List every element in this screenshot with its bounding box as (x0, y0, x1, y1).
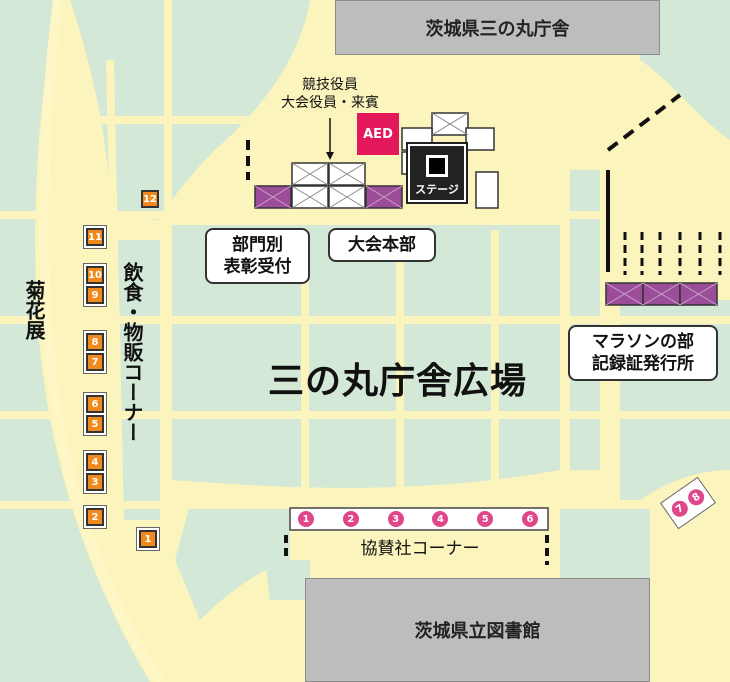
stage: ステージ (406, 142, 468, 204)
food-booth-2: 2 (86, 508, 104, 526)
stage-icon (426, 155, 448, 177)
callout-marathon-records: マラソンの部 記録証発行所 (568, 325, 718, 381)
food-booth-group-1: 1 (136, 527, 160, 551)
food-booth-6: 6 (86, 395, 104, 413)
building-library: 茨城県立図書館 (305, 578, 650, 682)
food-booth-12: 12 (141, 190, 159, 208)
curved-walkway (39, 0, 165, 682)
label-chrysanthemum-exhibit: 菊花展 (22, 280, 46, 340)
queue-lanes (623, 232, 722, 275)
food-booth-group-4-3: 4 3 (83, 450, 107, 494)
food-booth-group-6-5: 6 5 (83, 392, 107, 436)
callout-headquarters: 大会本部 (328, 228, 436, 262)
food-booth-10: 10 (86, 266, 104, 284)
aed-marker: AED (357, 113, 399, 155)
label-food-corner: 飲食・物販コーナー (120, 262, 144, 442)
label-sponsor-corner: 協賛社コーナー (360, 539, 480, 559)
sponsor-booth-7: 7 (668, 497, 691, 520)
food-booth-3: 3 (86, 473, 104, 491)
label-officials-tent: 競技役員 大会役員・来賓 (281, 77, 379, 111)
food-booth-group-10-9: 10 9 (83, 263, 107, 307)
sponsor-booths: 1 2 3 4 5 6 (298, 511, 538, 527)
food-booth-group-8-7: 8 7 (83, 330, 107, 374)
food-booth-group-2: 2 (83, 505, 107, 529)
sponsor-booth-8: 8 (685, 486, 708, 509)
sponsor-booth-1: 1 (298, 511, 314, 527)
stage-label: ステージ (415, 183, 459, 196)
sponsor-booth-4: 4 (432, 511, 449, 527)
plaza-title: 三の丸庁舎広場 (268, 361, 528, 402)
sponsor-booth-3: 3 (387, 511, 404, 527)
barriers (246, 93, 682, 565)
food-booth-4: 4 (86, 453, 104, 471)
purple-tent-folds (254, 185, 718, 306)
food-booth-7: 7 (86, 353, 104, 371)
food-booth-11: 11 (86, 228, 104, 246)
food-booth-5: 5 (86, 415, 104, 433)
sponsor-booth-2: 2 (342, 511, 359, 527)
sponsor-booth-6: 6 (521, 511, 538, 527)
callout-award-reception: 部門別 表彰受付 (205, 228, 310, 284)
food-booth-group-11: 11 (83, 225, 107, 249)
building-sannomaru: 茨城県三の丸庁舎 (335, 0, 660, 55)
food-booth-8: 8 (86, 333, 104, 351)
sponsor-booth-5: 5 (477, 511, 494, 527)
white-tent-folds (291, 112, 469, 209)
food-booth-9: 9 (86, 286, 104, 304)
food-booth-1: 1 (139, 530, 157, 548)
